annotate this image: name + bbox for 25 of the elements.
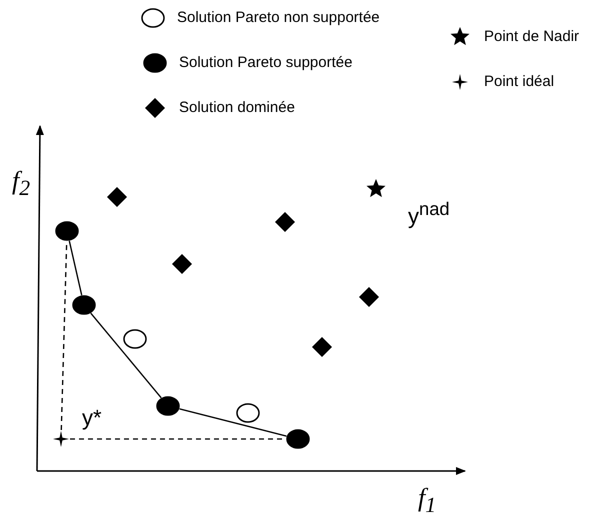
line (90, 312, 162, 398)
legend-label: Point idéal (484, 74, 554, 89)
filled-circle-marker (156, 396, 180, 416)
point-label: y* (82, 407, 102, 429)
line (179, 408, 287, 437)
filled-circle-marker (286, 429, 310, 449)
cross-marker (52, 430, 70, 448)
filled-circle-marker (55, 221, 79, 241)
legend-label: Solution Pareto non supportée (177, 10, 380, 25)
legend-label: Solution Pareto supportée (179, 55, 352, 70)
diamond-marker (311, 336, 333, 358)
diamond-marker (358, 286, 380, 308)
line (68, 240, 82, 296)
filled-circle-marker (72, 295, 96, 315)
x-axis-label: f$_{1}$ (418, 485, 436, 517)
point-label: y$^{nad}$ (408, 200, 450, 228)
star-marker (365, 178, 387, 200)
diamond-marker (106, 186, 128, 208)
diamond-marker (274, 211, 296, 233)
diamond-marker (171, 253, 193, 275)
open-circle-marker (123, 329, 147, 349)
y-axis-label: f$_{2}$ (12, 168, 30, 200)
open-circle-marker (236, 403, 260, 423)
legend-label: Solution dominée (179, 100, 295, 115)
legend-label: Point de Nadir (484, 29, 580, 44)
